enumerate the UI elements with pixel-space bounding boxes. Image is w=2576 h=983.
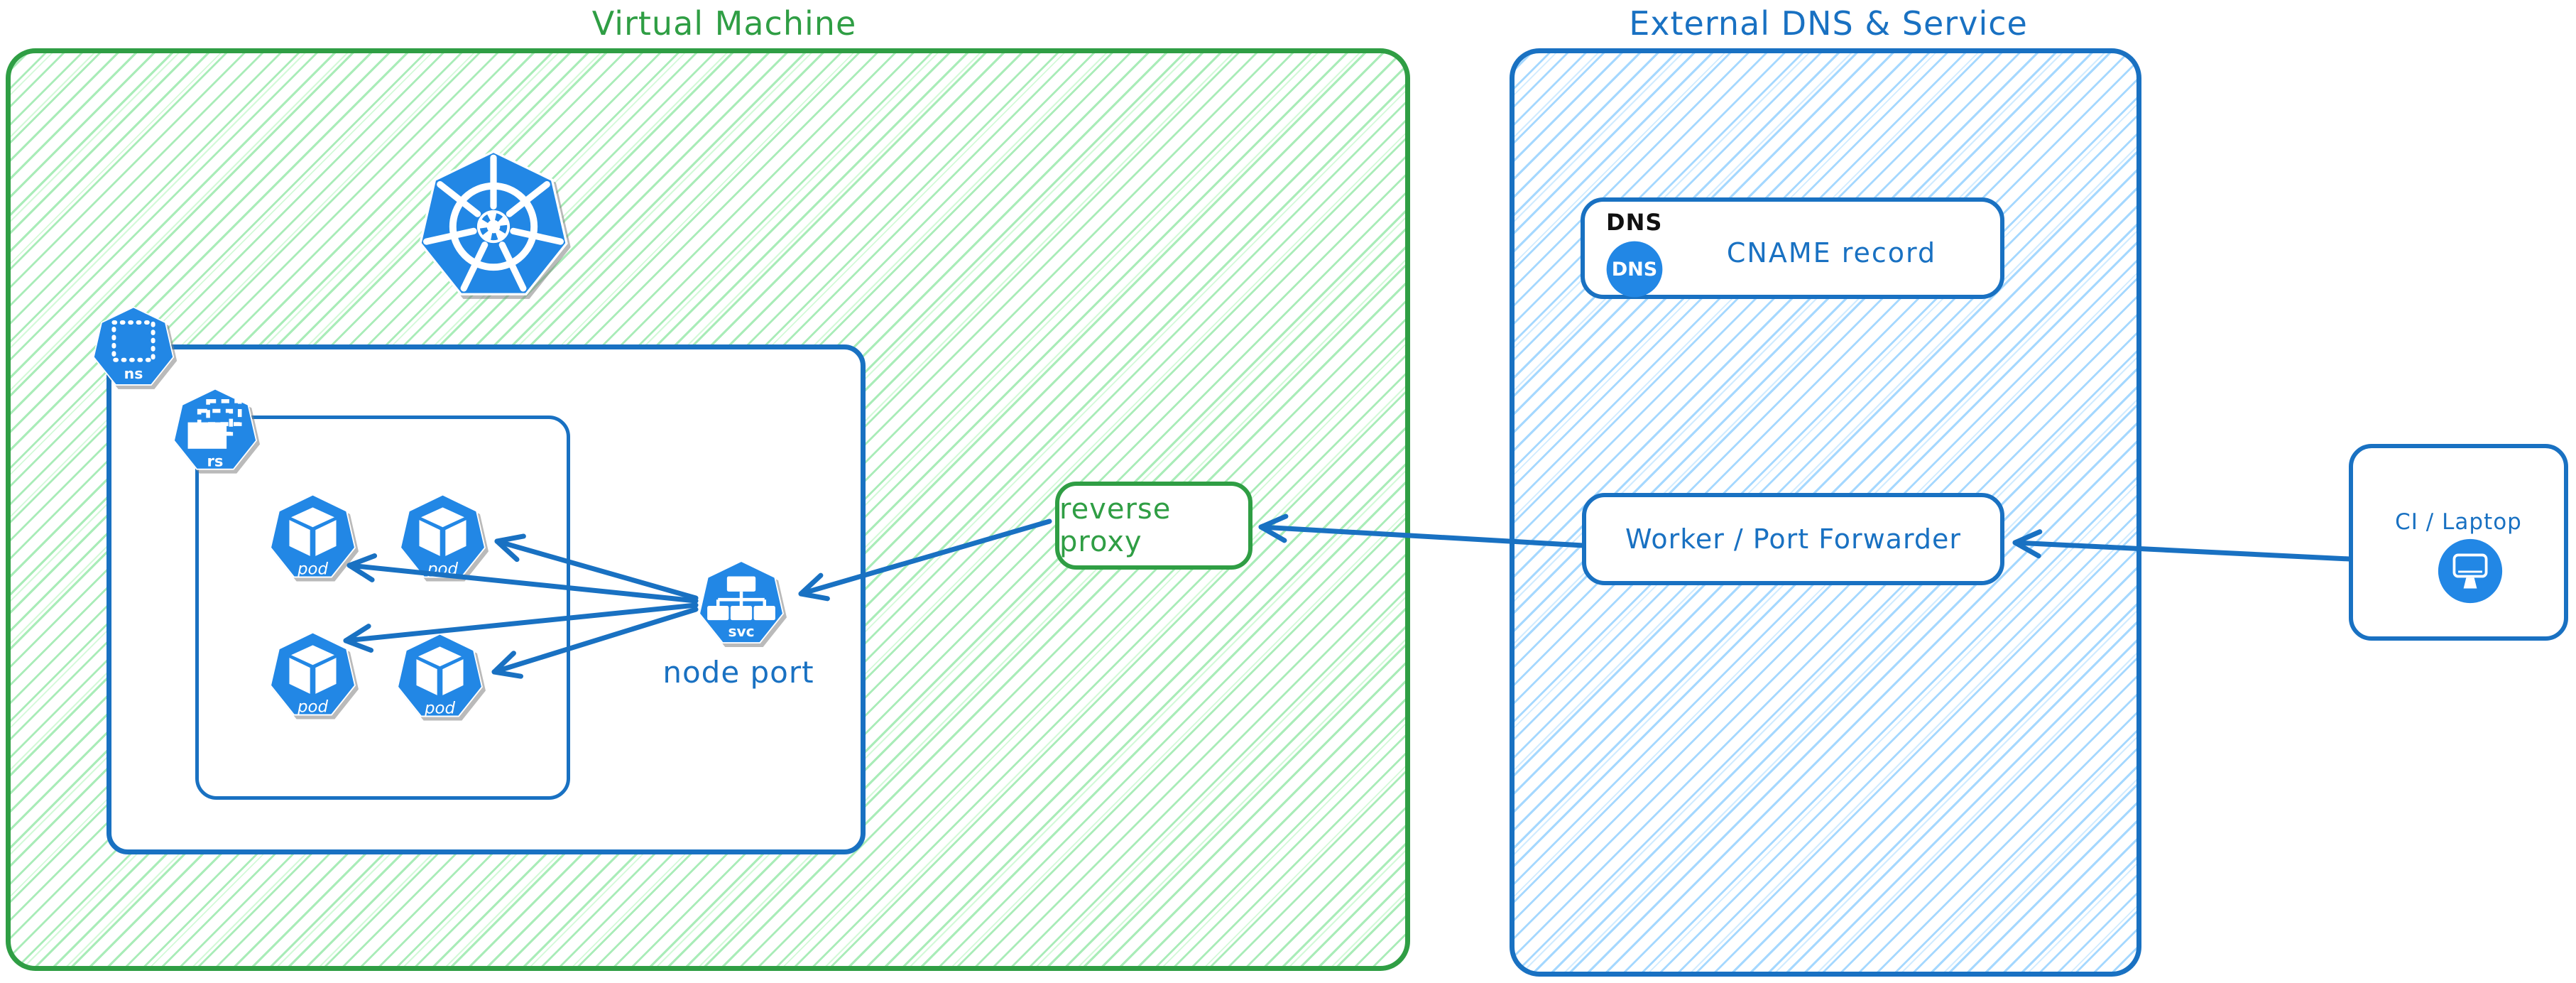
worker-port-forwarder-label: Worker / Port Forwarder: [1625, 523, 1962, 555]
replicaset-icon: rs: [173, 388, 258, 470]
pod-icon-label: pod: [427, 560, 458, 578]
service-icon-label: svc: [728, 623, 754, 640]
kubernetes-logo-icon: [419, 150, 568, 295]
cname-record-label: CNAME record: [1726, 237, 1937, 268]
service-icon: svc: [699, 560, 784, 644]
ci-laptop-label: CI / Laptop: [2395, 509, 2522, 535]
pod-icon-label: pod: [297, 697, 328, 716]
pod-icon-label: pod: [297, 560, 328, 578]
monitor-icon: [2438, 538, 2503, 604]
dns-icon: DNS: [1606, 241, 1663, 298]
pod-icon: pod: [397, 633, 483, 717]
replicaset-icon-label: rs: [207, 452, 224, 470]
pod-icon: pod: [270, 631, 356, 716]
namespace-icon-label: ns: [124, 365, 143, 382]
ci-laptop-box: CI / Laptop: [2349, 444, 2568, 641]
pod-icon-label: pod: [424, 699, 455, 717]
dns-tag: DNS: [1606, 209, 1663, 236]
node-port-caption: node port: [662, 655, 814, 690]
worker-port-forwarder-box: Worker / Port Forwarder: [1582, 493, 2004, 585]
reverse-proxy-label: reverse proxy: [1059, 493, 1172, 558]
pod-icon: pod: [270, 494, 356, 578]
namespace-icon: ns: [92, 306, 175, 386]
reverse-proxy-box: reverse proxy: [1055, 482, 1252, 570]
virtual-machine-title: Virtual Machine: [591, 4, 857, 43]
dns-icon-label: DNS: [1612, 259, 1658, 281]
pod-icon: pod: [400, 494, 486, 578]
external-dns-service-title: External DNS & Service: [1629, 4, 2028, 43]
cname-record-box: DNS DNS CNAME record: [1581, 197, 2004, 299]
